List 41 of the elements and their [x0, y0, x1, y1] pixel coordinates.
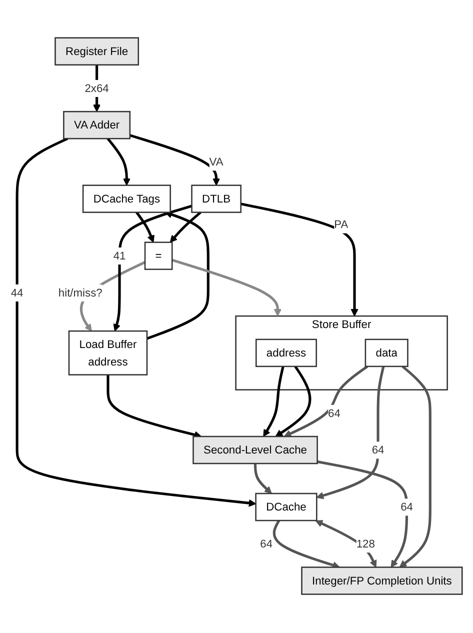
edge-label: 64 [260, 538, 273, 551]
edge-label: 2x64 [84, 82, 109, 95]
node-box: Load Buffer address [68, 330, 148, 376]
arrow [399, 366, 432, 568]
arrow [275, 366, 312, 438]
node-box: address [255, 339, 317, 368]
node-box: Register File [54, 38, 140, 66]
arrow [106, 375, 202, 439]
node-box: DCache [255, 493, 318, 522]
edge-label: 64 [372, 444, 384, 457]
arrow [170, 212, 202, 244]
arrow [315, 520, 377, 568]
arrow [317, 460, 408, 568]
node-box: = [144, 242, 173, 270]
arrow [240, 203, 358, 317]
edge-label: PA [334, 218, 348, 232]
node-box: Second-Level Cache [192, 436, 318, 465]
arrow [284, 366, 368, 438]
edge-label: 41 [113, 250, 126, 262]
arrow [130, 134, 220, 186]
arrow [254, 464, 272, 494]
edge-label: 64 [400, 500, 414, 514]
arrow [146, 211, 210, 340]
edge-label: 64 [328, 406, 340, 420]
arrow [316, 366, 385, 500]
edge-label: VA [209, 156, 224, 169]
node-box: data [364, 339, 408, 368]
arrow [106, 138, 130, 186]
arrow [113, 205, 192, 332]
arrow [16, 138, 256, 508]
edge-label: hit/miss? [58, 286, 102, 300]
edge-label: 44 [10, 286, 24, 300]
node-box: DCache Tags [82, 185, 171, 214]
node-box: DTLB [191, 185, 242, 214]
node-box: Integer/FP Completion Units [301, 567, 463, 596]
edge-label: 128 [356, 538, 375, 551]
arrow [272, 520, 340, 570]
node-box: VA Adder [63, 111, 131, 140]
arrow [136, 212, 154, 244]
arrow [263, 366, 284, 438]
arrow [172, 259, 282, 317]
